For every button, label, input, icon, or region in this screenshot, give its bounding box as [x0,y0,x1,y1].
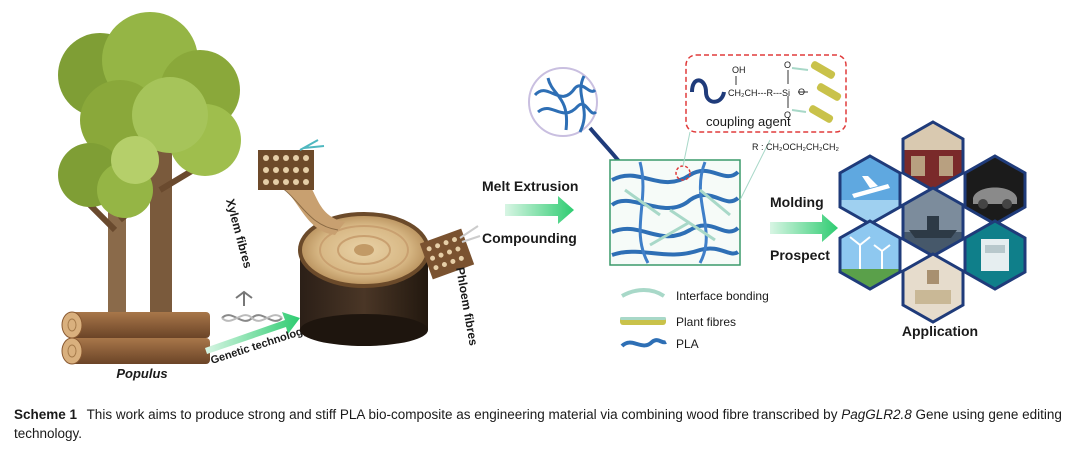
hydroxyl-label: OH [732,65,746,75]
wood-logs [61,311,210,365]
populus-label: Populus [116,366,167,381]
melt-extrusion-arrow [505,196,574,224]
molding-arrow [770,214,838,242]
caption-text-end: Gene using gene editing technology. [14,407,1062,441]
populus-trees [58,12,241,320]
phloem-fibres-label: Phloem fibres [453,266,481,347]
xylem-fibres-label: Xylem fibres [223,197,255,270]
plant-fibre-icon [620,317,666,325]
prospect-label: Prospect [770,247,830,263]
plant-fibre-icon [808,61,842,123]
coupling-agent-box [685,54,847,133]
hex-machine [963,219,1027,291]
coupling-agent-label: coupling agent [706,114,791,129]
hex-aircraft [838,154,902,226]
oxygen-label-mid: O [798,87,805,97]
hex-interior [901,120,965,192]
scheme-diagram: Populus Genetic technology [58,12,1027,381]
figure-caption: Scheme 1 This work aims to produce stron… [14,405,1066,443]
wood-stump [258,139,481,346]
caption-gene-name: PagGLR2.8 [841,407,912,422]
genetic-arrow [205,312,300,354]
composite-box [609,131,771,266]
legend-interface-bonding: Interface bonding [676,289,769,303]
oxygen-label-top: O [784,60,791,70]
molding-label: Molding [770,194,824,210]
compounding-label: Compounding [482,230,577,246]
chain-label: CH₂CH---R---Si [728,88,790,98]
legend-plant-fibres: Plant fibres [676,315,736,329]
application-hexagons [838,120,1027,324]
oxygen-label-bottom: O [784,110,791,120]
hex-ship [901,186,965,258]
hex-wind-turbines [838,219,902,291]
application-label: Application [902,323,978,339]
melt-extrusion-label: Melt Extrusion [482,178,578,194]
r-group-label: R : CH₂OCH₂CH₂CH₂ [752,142,839,152]
pla-strand-icon [620,338,667,348]
caption-label: Scheme 1 [14,407,78,422]
legend: Interface bonding Plant fibres PLA [620,288,769,351]
hex-furniture [901,252,965,324]
dna-icon [221,290,283,322]
legend-pla: PLA [676,337,699,351]
caption-text: This work aims to produce strong and sti… [86,407,838,422]
interface-bonding-icon [621,288,666,298]
hex-car [963,154,1027,226]
